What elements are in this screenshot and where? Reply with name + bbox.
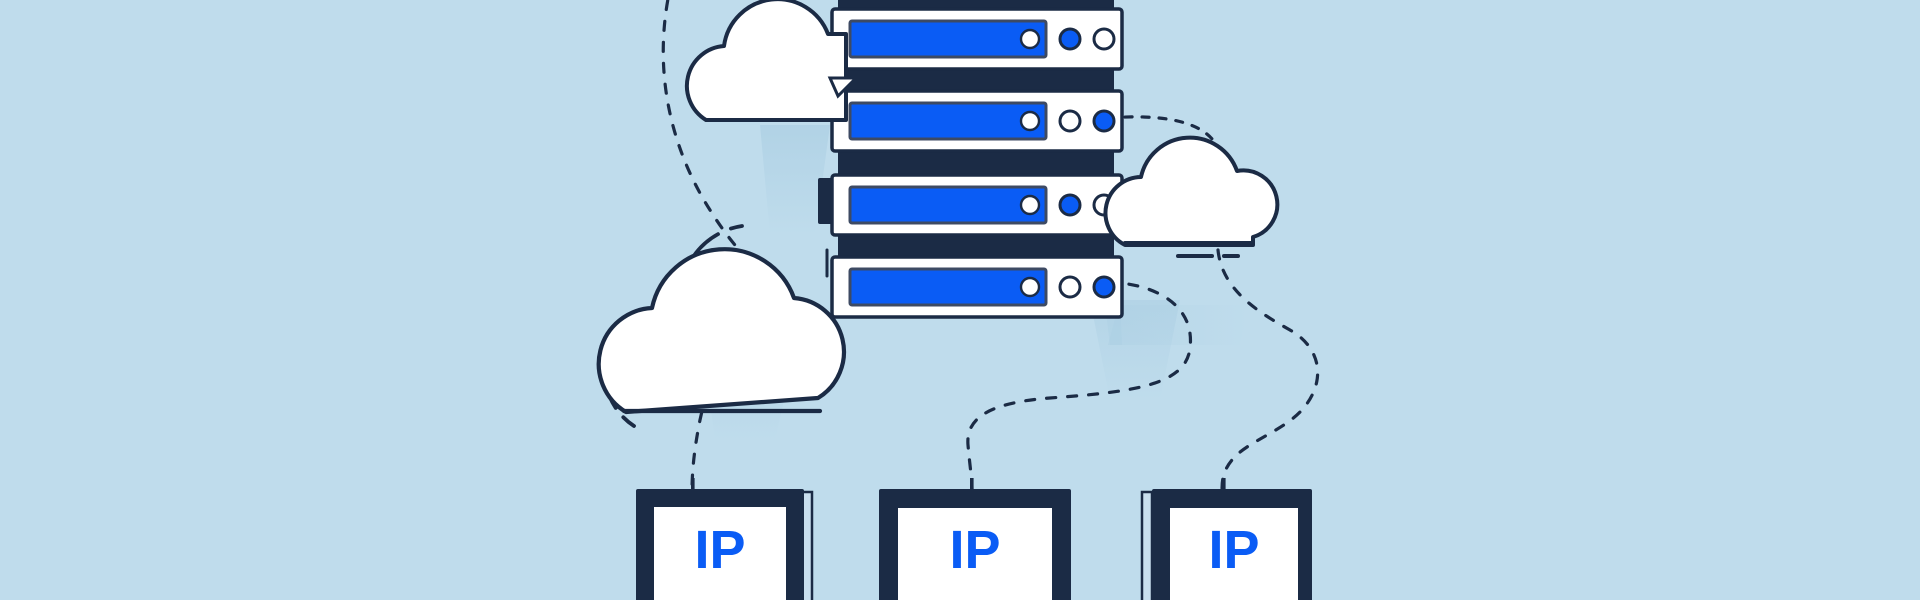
- server-unit-1-led-2: [1092, 27, 1116, 51]
- server-unit-1-led-1: [1058, 27, 1082, 51]
- cloud-right[interactable]: [1103, 135, 1280, 258]
- server-unit-4-led-1: [1058, 275, 1082, 299]
- ip-device-row: IP IP IP: [636, 478, 1312, 600]
- cloud-top-left-notch: [827, 76, 860, 99]
- ip-device-3[interactable]: IP: [1140, 478, 1312, 600]
- ip-device-3-label: IP: [1208, 520, 1259, 580]
- connector-right-cloud-to-device3: [1216, 248, 1320, 494]
- server-unit-2-bar-knob: [1019, 110, 1041, 132]
- server-unit-3-bar-knob: [1019, 194, 1041, 216]
- ip-device-1[interactable]: IP: [636, 478, 814, 600]
- server-unit-2[interactable]: [830, 89, 1124, 153]
- ip-device-1-antenna: [691, 478, 695, 490]
- ip-device-2-screen: [898, 508, 1052, 600]
- server-unit-2-led-2: [1092, 109, 1116, 133]
- server-unit-2-led-1: [1058, 109, 1082, 133]
- connector-unit4-to-curve: [966, 280, 1193, 492]
- cloud-large-left-shape: [596, 247, 847, 415]
- server-unit-4[interactable]: [830, 255, 1124, 319]
- server-unit-1-bar: [848, 19, 1048, 59]
- server-unit-4-led-2: [1092, 275, 1116, 299]
- server-unit-4-bar: [848, 267, 1048, 307]
- ip-device-2[interactable]: IP: [879, 478, 1071, 600]
- ip-device-3-antenna: [1222, 478, 1226, 490]
- server-rack[interactable]: [818, 0, 1124, 319]
- server-unit-3-bar: [848, 185, 1048, 225]
- ip-device-3-side-shadow: [1140, 490, 1154, 600]
- cloud-top-left-shape: [684, 0, 848, 122]
- server-unit-1-bar-knob: [1019, 28, 1041, 50]
- server-unit-2-bar: [848, 101, 1048, 141]
- ip-device-3-screen: [1170, 508, 1298, 600]
- ip-device-1-label: IP: [694, 520, 745, 580]
- server-unit-4-bar-knob: [1019, 276, 1041, 298]
- ip-device-1-screen: [654, 507, 786, 600]
- server-unit-1[interactable]: [830, 7, 1124, 71]
- server-unit-3[interactable]: [830, 173, 1124, 237]
- cloud-large-left[interactable]: [596, 224, 847, 428]
- cloud-top-left[interactable]: [684, 0, 860, 122]
- ip-device-2-antenna: [970, 478, 974, 490]
- cloud-right-shape: [1103, 135, 1280, 247]
- ip-device-2-label: IP: [949, 520, 1000, 580]
- server-unit-3-led-1: [1058, 193, 1082, 217]
